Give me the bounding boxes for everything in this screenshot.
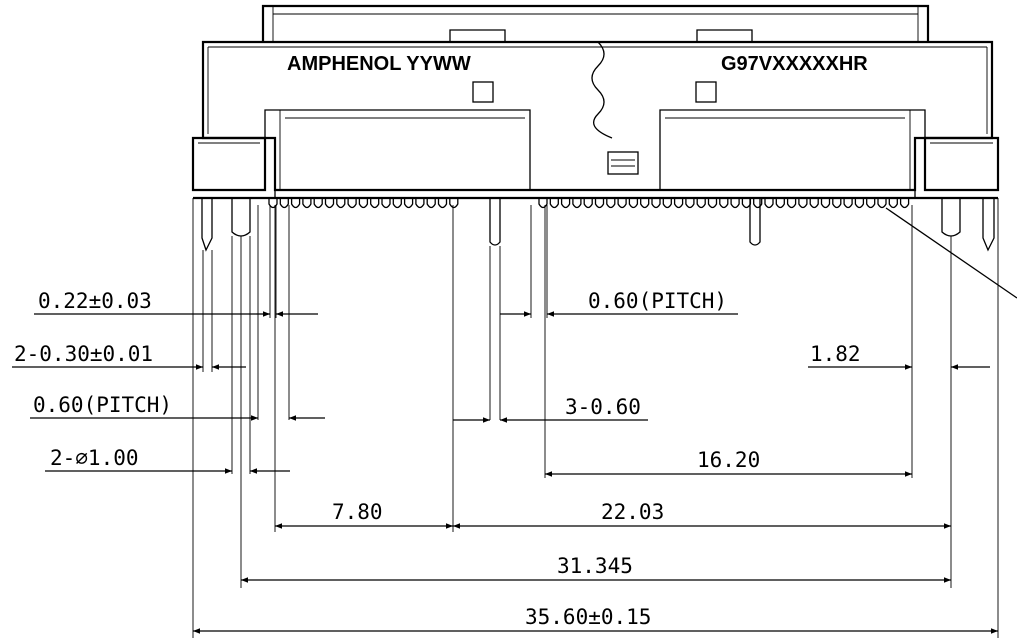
contact-pin [437, 198, 448, 209]
dimension-lines [12, 311, 998, 634]
contact-pin [628, 198, 639, 209]
contact-row [268, 198, 910, 209]
maker-code-marking: AMPHENOL YYWW [287, 53, 471, 75]
dim-0-22: 0.22±0.03 [38, 289, 152, 313]
contact-pin [719, 198, 729, 209]
contact-pin [798, 198, 808, 209]
leader-line [885, 207, 1017, 299]
contact-pin [832, 198, 842, 209]
dim-2-dia-1-00: 2-∅1.00 [50, 446, 139, 470]
contact-pin [741, 198, 752, 209]
dim-pitch-left: 0.60(PITCH) [33, 393, 172, 417]
contact-pin [403, 198, 414, 209]
contact-pin [268, 198, 278, 209]
contact-pin [594, 198, 605, 209]
dim-2-0-30: 2-0.30±0.01 [14, 342, 153, 366]
contact-pin [786, 198, 797, 209]
dim-22-03: 22.03 [601, 500, 664, 524]
contact-pin [313, 198, 323, 209]
contact-pin [324, 198, 335, 209]
contact-pin [854, 198, 865, 209]
contact-pin [549, 198, 559, 209]
dim-1-82: 1.82 [810, 342, 861, 366]
contact-pin [606, 198, 616, 209]
contact-pin [809, 198, 819, 209]
contact-pin [730, 198, 740, 209]
contact-pin [449, 198, 459, 209]
contact-pin [888, 198, 898, 209]
contact-pin [866, 198, 876, 209]
contact-pin [820, 198, 831, 209]
contact-pin [392, 198, 402, 209]
contact-pin [640, 198, 650, 209]
contact-pin [381, 198, 391, 209]
contact-pin [877, 198, 887, 209]
dim-31-345: 31.345 [557, 554, 633, 578]
contact-pin [572, 198, 582, 209]
dim-16-20: 16.20 [697, 448, 760, 472]
contact-pin [673, 198, 684, 209]
contact-pin [696, 198, 706, 209]
dim-3-0-60: 3-0.60 [565, 395, 641, 419]
extension-lines [192, 198, 999, 638]
contact-pin [560, 198, 571, 209]
contact-pin [426, 198, 436, 209]
contact-pin [685, 198, 695, 209]
contact-pin [415, 198, 425, 209]
part-code-marking: G97VXXXXXHR [721, 53, 868, 75]
contact-pin [583, 198, 593, 209]
contact-pin [279, 198, 289, 209]
contact-pin [899, 198, 910, 209]
contact-pin [662, 198, 672, 209]
contact-pin [358, 198, 369, 209]
contact-pin [707, 198, 718, 209]
contact-pin [753, 198, 763, 209]
contact-pin [617, 198, 627, 209]
dim-7-80: 7.80 [332, 500, 383, 524]
contact-pin [290, 198, 301, 209]
contact-pin [302, 198, 312, 209]
connector-body [191, 4, 1000, 252]
contact-pin [775, 198, 785, 209]
dim-pitch-right: 0.60(PITCH) [588, 289, 727, 313]
contact-pin [651, 198, 661, 209]
contact-pin [764, 198, 774, 209]
contact-pin [843, 198, 853, 209]
contact-pin [347, 198, 357, 209]
contact-pin [370, 198, 380, 209]
contact-pin [336, 198, 346, 209]
dim-35-60: 35.60±0.15 [525, 605, 651, 629]
contact-pin [538, 198, 548, 209]
